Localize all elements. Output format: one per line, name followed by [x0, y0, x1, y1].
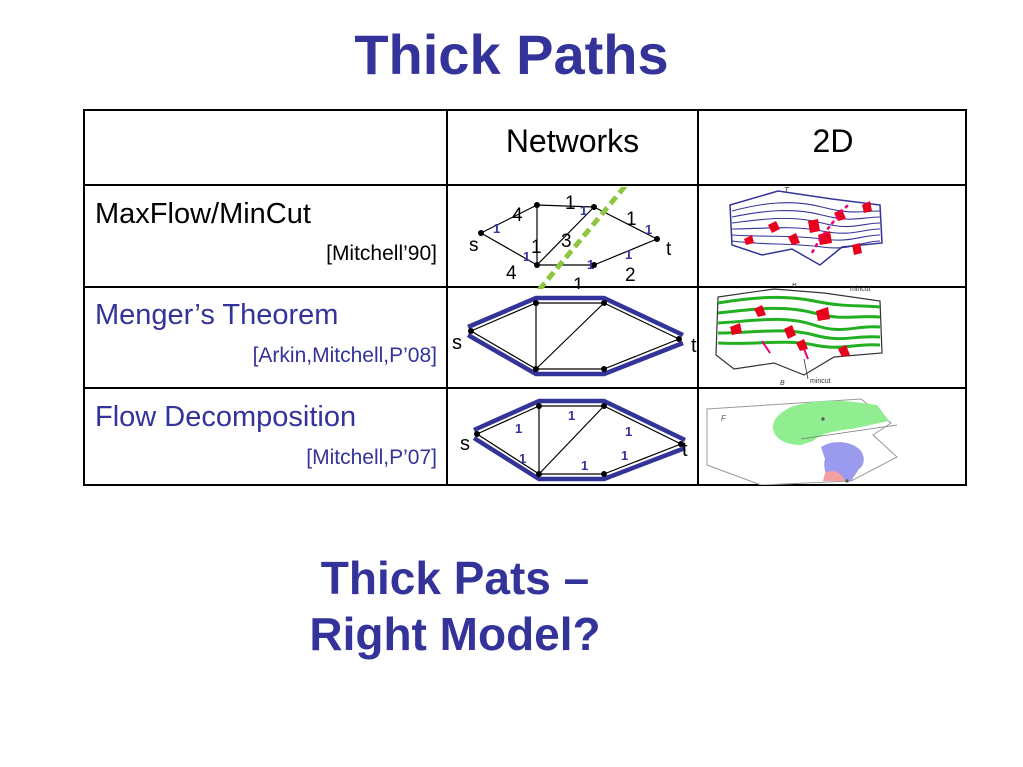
- flow-path: [473, 398, 686, 443]
- capacity-label: 1: [531, 237, 542, 258]
- flow-decomposition-network-diagram: s t 1 1 1 1 1 1: [460, 398, 688, 482]
- figure-label: mincut: [850, 286, 871, 293]
- column-divider: [697, 109, 699, 486]
- figure-label: mincut: [810, 378, 831, 385]
- flow-label: 1: [587, 257, 594, 272]
- sink-label: t: [691, 335, 697, 357]
- flow-label: 1: [523, 249, 530, 264]
- flow-label: 1: [493, 221, 500, 236]
- capacity-label: 1: [573, 275, 584, 289]
- menger-2d-figure: B B mincut mincut: [715, 283, 883, 387]
- header-2d: 2D: [812, 123, 854, 159]
- flow-label: 1: [625, 424, 632, 439]
- source-label: s: [469, 235, 479, 256]
- flow-label: 1: [519, 451, 526, 466]
- disjoint-path: [467, 295, 684, 338]
- menger-network-diagram: s t: [452, 295, 697, 377]
- source-label: s: [452, 332, 462, 354]
- row-divider: [83, 387, 967, 389]
- comparison-table: Networks 2D MaxFlow/MinCut [Mitchell’90]…: [83, 109, 967, 486]
- column-divider: [446, 109, 448, 486]
- disjoint-path: [466, 333, 684, 377]
- capacity-label: 4: [512, 205, 523, 226]
- bottom-line-1: Thick Pats –: [320, 552, 590, 604]
- sink-label: t: [666, 239, 672, 260]
- flow-path: [472, 436, 686, 482]
- figure-label: B: [780, 380, 785, 387]
- capacity-label: 4: [506, 263, 517, 284]
- flow-label: 1: [625, 247, 632, 262]
- flow-label: 1: [645, 222, 652, 237]
- capacity-label: 2: [625, 265, 636, 286]
- source-label: s: [460, 433, 470, 455]
- mincut-2d-figure: T: [729, 186, 883, 266]
- mincut-line: [537, 187, 628, 289]
- sink-label: t: [682, 439, 688, 461]
- table-border: [83, 109, 967, 486]
- bottom-line-2: Right Model?: [309, 608, 601, 660]
- flow-decomposition-2d-figure: F: [706, 398, 898, 485]
- flow-label: 1: [621, 448, 628, 463]
- slide-title: Thick Paths: [354, 23, 669, 86]
- figure-label: F: [721, 414, 727, 423]
- capacity-label: 1: [626, 209, 637, 230]
- figure-label: T: [784, 186, 790, 195]
- flow-label: 1: [568, 408, 575, 423]
- flow-label: 1: [581, 458, 588, 473]
- row-divider: [83, 286, 967, 288]
- capacity-label: 1: [565, 193, 576, 214]
- capacity-label: 3: [561, 231, 572, 252]
- row-label-maxflow: MaxFlow/MinCut: [95, 198, 311, 230]
- row-label-menger: Menger’s Theorem: [95, 299, 339, 331]
- citation-mitchell07: [Mitchell,P’07]: [306, 446, 437, 469]
- citation-arkin08: [Arkin,Mitchell,P’08]: [252, 344, 437, 367]
- row-divider: [83, 184, 967, 186]
- maxflow-network-diagram: s t 4 1 1 1 3 4 1 2 1 1 1 1 1 1: [469, 187, 672, 289]
- row-label-flow-decomposition: Flow Decomposition: [95, 401, 357, 433]
- flow-label: 1: [515, 421, 522, 436]
- header-networks: Networks: [505, 123, 640, 159]
- flow-label: 1: [580, 203, 587, 218]
- figure-label: B: [792, 283, 797, 289]
- bottom-question: Thick Pats – Right Model?: [240, 550, 670, 662]
- citation-mitchell90: [Mitchell’90]: [326, 242, 437, 265]
